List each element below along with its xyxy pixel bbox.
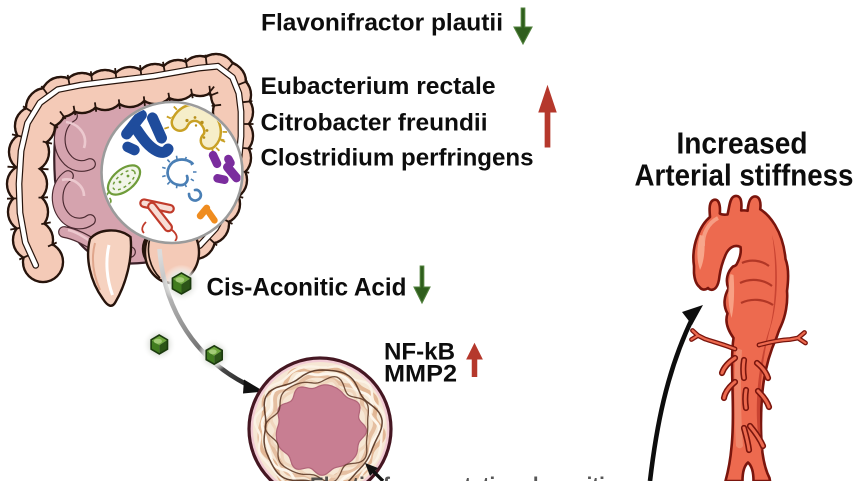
- svg-text:Citrobacter freundii: Citrobacter freundii: [261, 109, 488, 136]
- svg-text:Eubacterium rectale: Eubacterium rectale: [261, 73, 496, 100]
- svg-text:Cis-Aconitic Acid: Cis-Aconitic Acid: [207, 273, 407, 301]
- svg-text:NF-kB: NF-kB: [384, 338, 455, 365]
- svg-text:Arterial stiffness: Arterial stiffness: [635, 158, 854, 192]
- svg-text:MMP2: MMP2: [384, 361, 457, 388]
- svg-text:Flavonifractor plautii: Flavonifractor plautii: [261, 10, 503, 37]
- svg-text:Clostridium perfringens: Clostridium perfringens: [261, 145, 534, 172]
- svg-text:Increased: Increased: [677, 127, 808, 161]
- svg-text:Elastin fragmentation depositi: Elastin fragmentation deposition: [310, 473, 630, 481]
